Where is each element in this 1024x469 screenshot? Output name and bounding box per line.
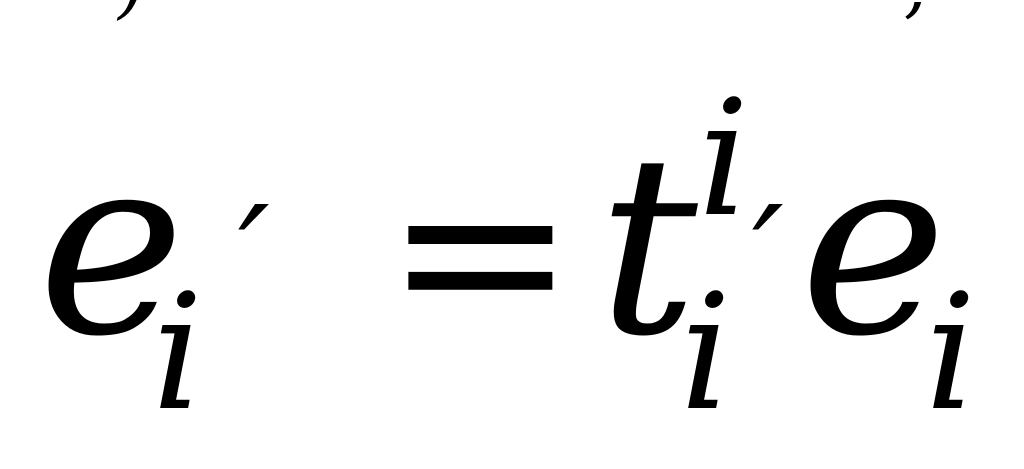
rhs-t-subscript-i: i — [680, 259, 731, 446]
equals-sign: = — [384, 118, 577, 385]
top-left-fragment: ) — [116, 0, 145, 27]
rhs-t-prime-mark: ′ — [752, 177, 784, 340]
lhs-prime-mark: ′ — [238, 177, 270, 340]
lhs-e-symbol: e — [38, 103, 185, 391]
rhs-t-symbol: t — [598, 103, 699, 391]
rhs-e-subscript-i: i — [925, 259, 976, 446]
lhs-subscript-i: i — [152, 259, 203, 446]
top-right-fragment: , — [904, 0, 926, 27]
rhs-e-symbol: e — [800, 103, 947, 391]
rhs-t-superscript-i: i — [698, 65, 749, 252]
